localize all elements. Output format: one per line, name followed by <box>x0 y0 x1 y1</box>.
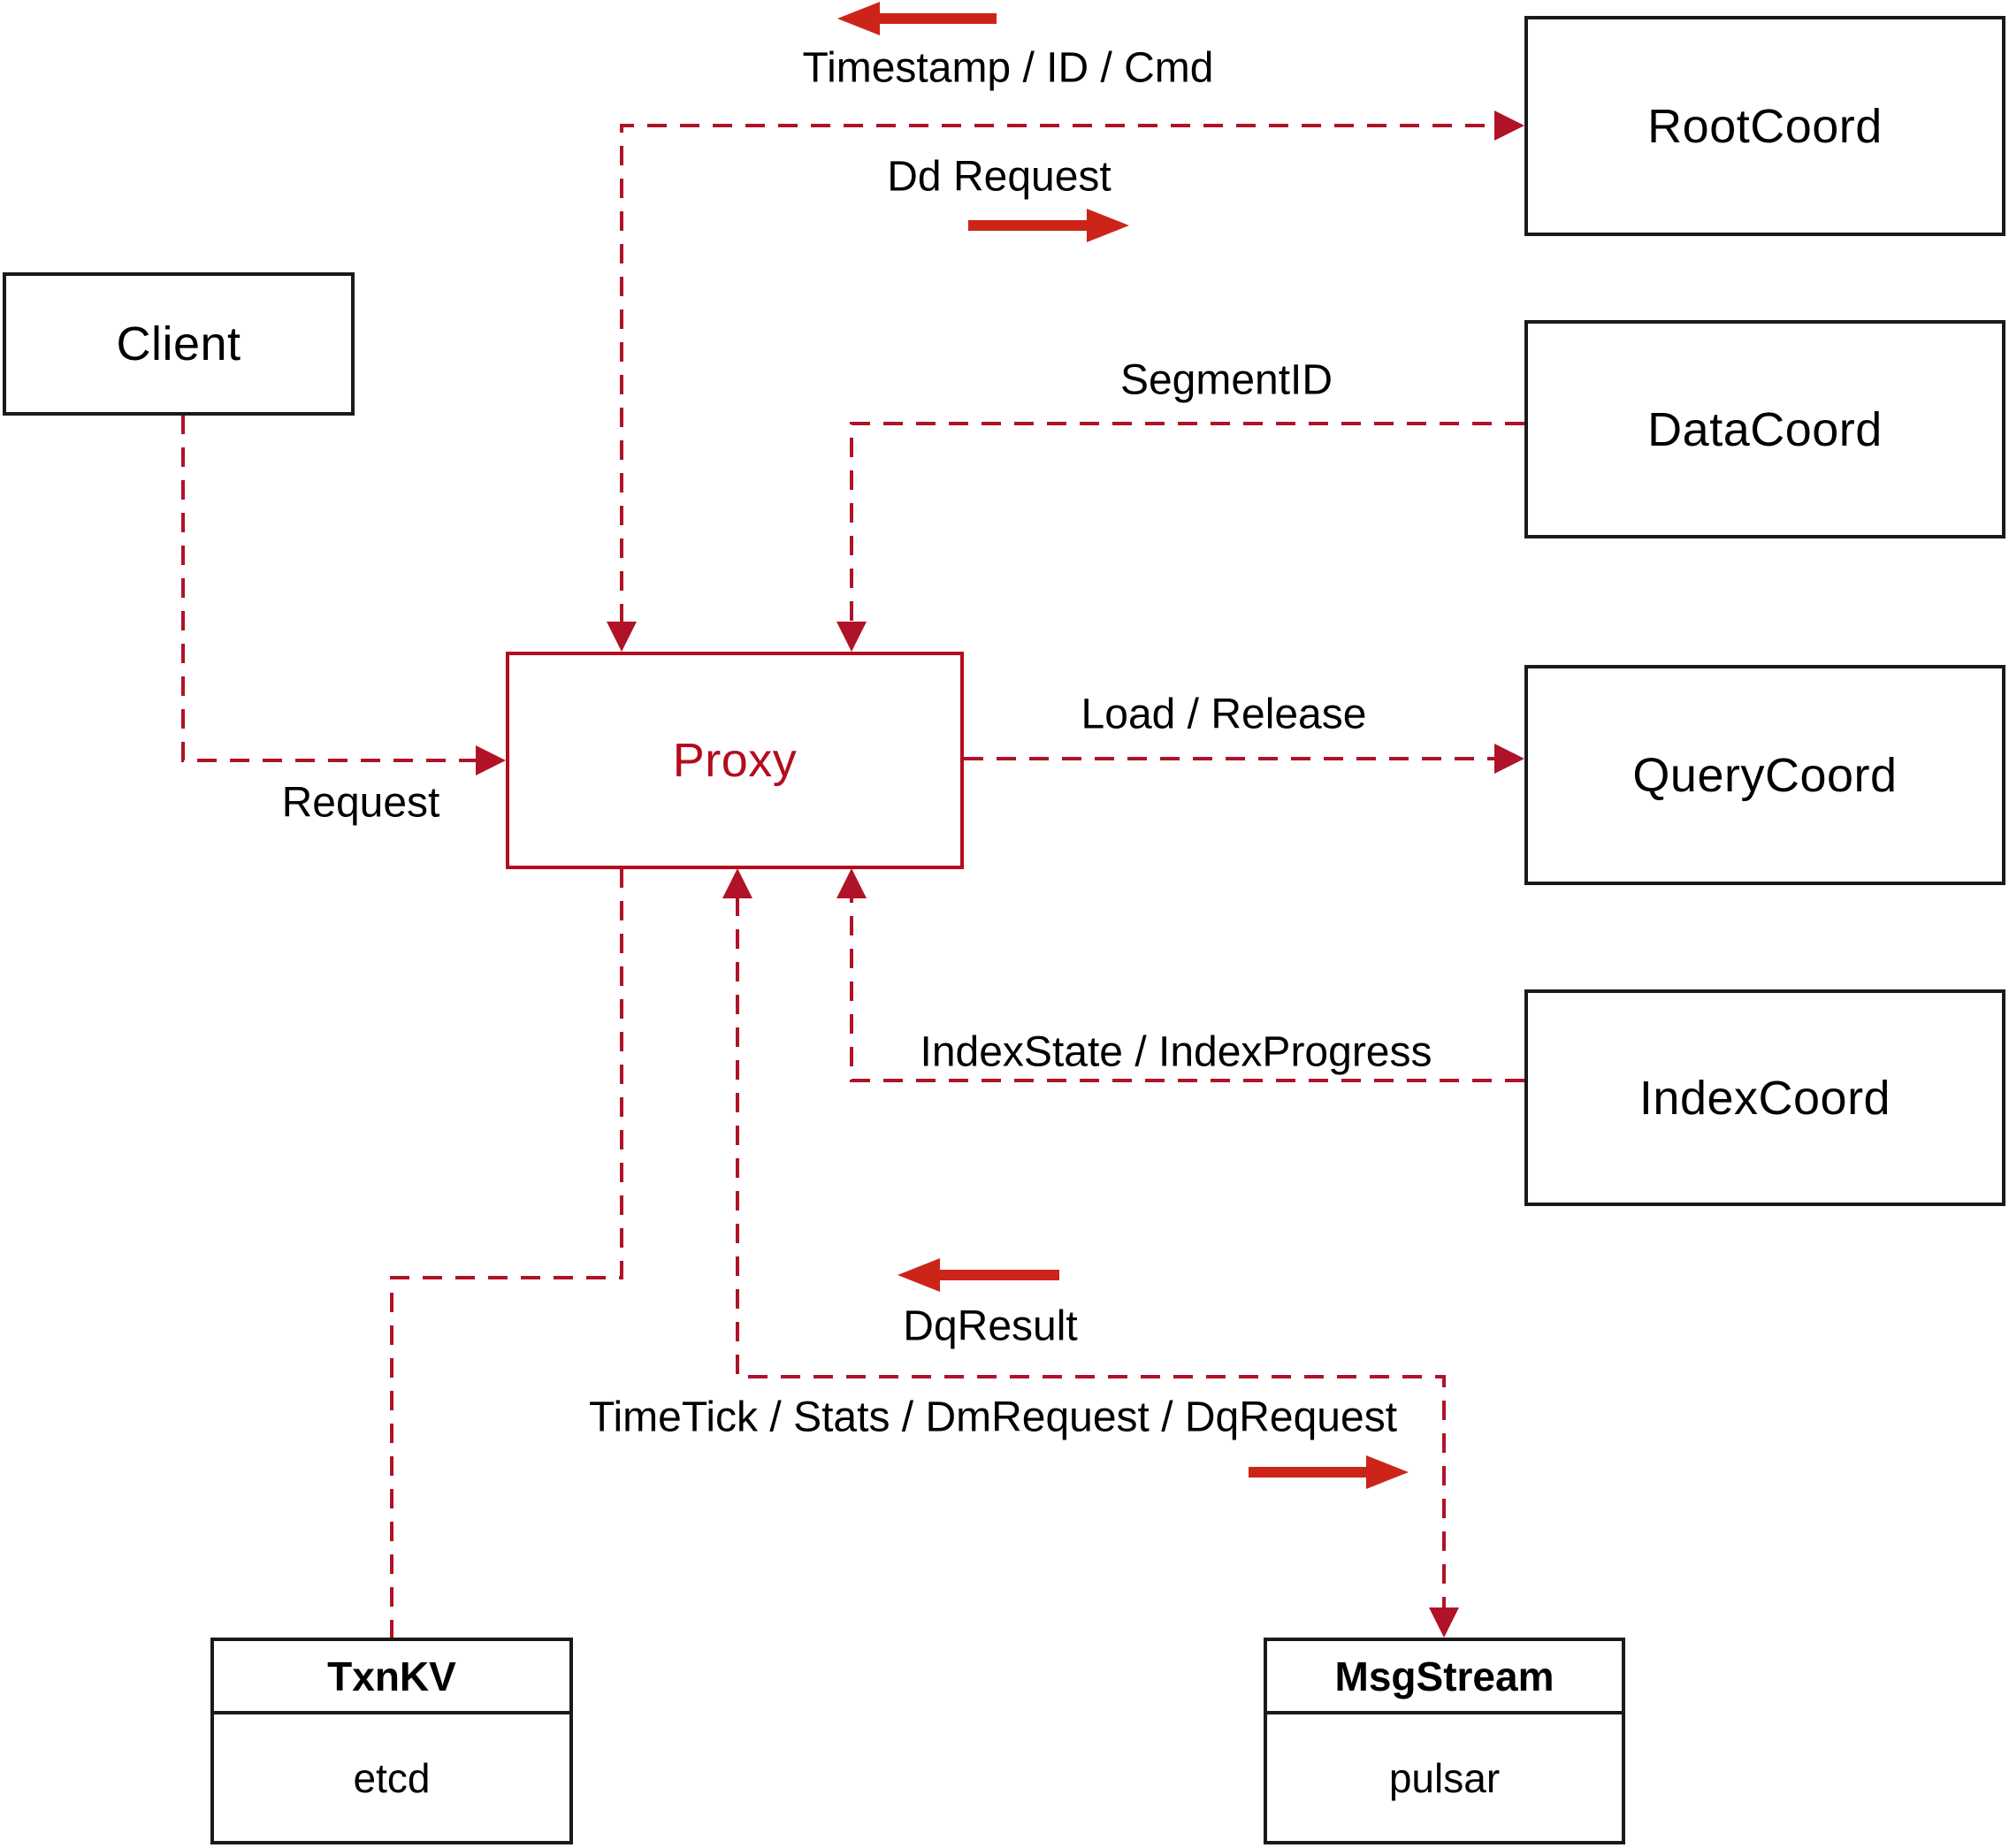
edge-label-request: Request <box>281 779 440 827</box>
node-client: Client <box>3 272 355 416</box>
flow-arrow-right-dd-request <box>968 209 1129 242</box>
edge-label-index-state: IndexState / IndexProgress <box>920 1028 1432 1076</box>
node-proxy-label: Proxy <box>672 734 798 787</box>
arrowhead-into-querycoord <box>1494 744 1524 774</box>
node-msgstream: MsgStream pulsar <box>1264 1638 1625 1844</box>
arrowhead-into-proxy-bottom-1 <box>836 868 867 898</box>
edge-label-dd-request: Dd Request <box>887 153 1111 201</box>
edge-label-dq-result: DqResult <box>903 1302 1078 1350</box>
edge-proxy-txnkv <box>390 868 623 1638</box>
node-datacoord-label: DataCoord <box>1647 402 1883 456</box>
node-txnkv-body: etcd <box>353 1754 431 1801</box>
arrowhead-into-proxy-left <box>476 745 506 775</box>
flow-arrow-right-time-tick <box>1249 1455 1409 1489</box>
flow-arrow-left-dq-result <box>898 1258 1059 1292</box>
node-indexcoord-label: IndexCoord <box>1639 1071 1891 1125</box>
edge-label-segment-id: SegmentID <box>1119 356 1333 404</box>
arrowhead-into-proxy-top-1 <box>607 622 637 652</box>
edge-proxy-msgstream <box>736 897 1446 1609</box>
node-querycoord: QueryCoord <box>1524 665 2005 885</box>
node-txnkv-title: TxnKV <box>214 1641 569 1714</box>
flow-arrow-left-timestamp <box>837 2 997 35</box>
node-client-label: Client <box>116 317 241 370</box>
edge-datacoord-proxy <box>850 422 1524 623</box>
edge-label-load-release: Load / Release <box>1081 691 1367 738</box>
node-msgstream-title: MsgStream <box>1267 1641 1622 1714</box>
edge-client-proxy <box>181 415 477 762</box>
node-txnkv: TxnKV etcd <box>210 1638 573 1844</box>
arrowhead-into-proxy-top-2 <box>836 622 867 652</box>
node-rootcoord: RootCoord <box>1524 16 2005 236</box>
node-datacoord: DataCoord <box>1524 320 2005 538</box>
node-querycoord-label: QueryCoord <box>1632 748 1898 802</box>
edge-label-time-tick: TimeTick / Stats / DmRequest / DqRequest <box>588 1394 1398 1441</box>
node-msgstream-body: pulsar <box>1388 1754 1501 1801</box>
edge-proxy-rootcoord <box>620 124 1496 623</box>
node-indexcoord: IndexCoord <box>1524 989 2005 1206</box>
arrowhead-into-proxy-bottom-2 <box>722 868 752 898</box>
node-rootcoord-label: RootCoord <box>1647 99 1883 153</box>
arrowhead-into-msgstream <box>1429 1607 1459 1638</box>
edge-indexcoord-proxy <box>850 897 1524 1082</box>
arrowhead-into-rootcoord <box>1494 111 1524 141</box>
node-proxy: Proxy <box>506 652 964 869</box>
edge-label-timestamp: Timestamp / ID / Cmd <box>802 44 1214 92</box>
